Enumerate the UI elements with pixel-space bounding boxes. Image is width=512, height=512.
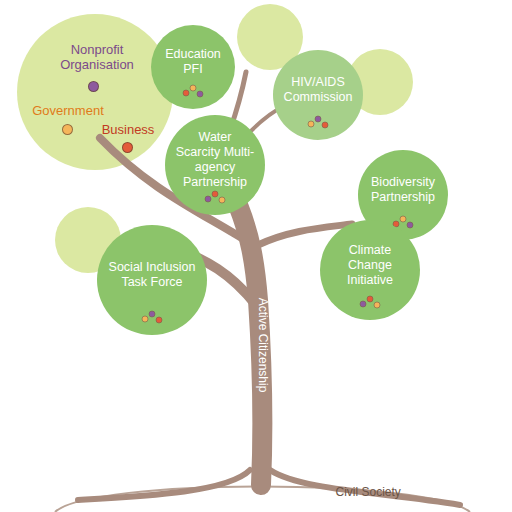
initiative-circle: Social Inclusion Task Force: [97, 225, 207, 335]
initiative-name: Education PFI: [151, 47, 235, 77]
sector-dot: [407, 222, 413, 228]
sector-dot: [197, 91, 203, 97]
sector-swatch: [62, 124, 73, 135]
sector-dot: [322, 122, 328, 128]
sector-name: Nonprofit Organisation: [47, 42, 147, 72]
sector-dot: [212, 191, 218, 197]
initiative-circle: HIV/AIDS Commission: [273, 50, 363, 140]
initiative-name: Climate Change Initiative: [320, 243, 420, 288]
sector-dot: [219, 197, 225, 203]
sector-circle: [17, 14, 173, 170]
sector-dot: [149, 311, 155, 317]
initiative-name: Social Inclusion Task Force: [97, 260, 207, 290]
sector-dot: [183, 90, 189, 96]
sector-swatch: [88, 81, 99, 92]
initiative-name: HIV/AIDS Commission: [273, 75, 363, 105]
root: [270, 470, 460, 505]
sector-name: Government: [20, 103, 116, 118]
circle-fill: [97, 225, 207, 335]
sector-dot: [308, 121, 314, 127]
initiative-circle: Climate Change Initiative: [320, 220, 420, 320]
circle-fill: [165, 115, 265, 215]
sector-swatch: [122, 142, 133, 153]
initiative-circle: Education PFI: [151, 25, 235, 109]
trunk-label: Active Citizenship: [256, 298, 270, 393]
sector-name: Business: [90, 122, 166, 137]
initiative-name: Water Scarcity Multi-agency Partnership: [165, 130, 265, 190]
sector-dot: [374, 302, 380, 308]
sector-dot: [400, 216, 406, 222]
sector-dot: [205, 196, 211, 202]
initiative-name: Biodiversity Partnership: [358, 175, 448, 205]
root-label: Civil Society: [336, 485, 401, 499]
sector-dot: [190, 85, 196, 91]
sector-dot: [315, 116, 321, 122]
sector-dot: [156, 317, 162, 323]
initiative-circle: Water Scarcity Multi-agency Partnership: [165, 115, 265, 215]
sector-dot: [142, 316, 148, 322]
circle-fill: [320, 220, 420, 320]
root: [78, 470, 250, 500]
sector-dot: [360, 301, 366, 307]
circle-fill: [151, 25, 235, 109]
circle-fill: [273, 50, 363, 140]
sector-dot: [367, 296, 373, 302]
